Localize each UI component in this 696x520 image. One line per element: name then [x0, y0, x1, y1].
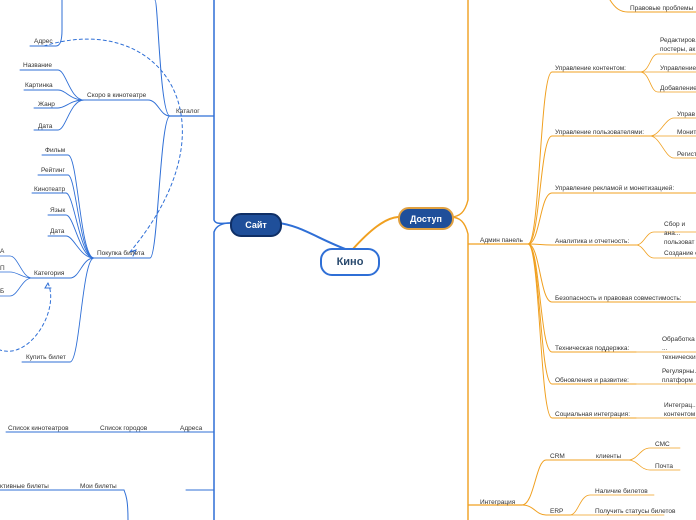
social-node[interactable]: Социальная интеграция: [555, 411, 631, 418]
buy-language-node[interactable]: Язык [50, 207, 66, 214]
addresses-node[interactable]: Адреса [180, 425, 203, 432]
sms-node[interactable]: СМС [655, 441, 670, 448]
relation-arrow-2 [0, 282, 52, 352]
coming-soon-link [83, 99, 171, 117]
access-trunk-up [449, 0, 469, 218]
relation-arrow-1 [43, 38, 183, 253]
analytics-create-node[interactable]: Создание о [664, 250, 696, 257]
coming-soon-node[interactable]: Скоро в кинотеатре [87, 92, 147, 99]
address-top-node[interactable]: Адрес [34, 38, 53, 45]
tickets-avail-node[interactable]: Наличие билетов [595, 488, 648, 495]
buy-button-node[interactable]: Купить билет [26, 354, 66, 361]
support-item-node[interactable]: Обработка ... технически [662, 336, 696, 361]
social-item-node[interactable]: Интеграц... контентом [664, 402, 696, 418]
root-node[interactable]: Кино [320, 248, 380, 276]
buy-date-node[interactable]: Дата [50, 228, 65, 235]
root-to-access-link [351, 216, 399, 251]
user-register-node[interactable]: Регист [677, 151, 696, 158]
cinemas-list-node[interactable]: Список кинотеатров [8, 425, 69, 432]
content-mgmt-node[interactable]: Управление контентом: [555, 65, 626, 72]
address-top-link [29, 0, 63, 47]
updates-item-node[interactable]: Регулярны... платформ [662, 368, 696, 384]
site-trunk-down [213, 222, 231, 520]
catalog-node[interactable]: Каталог [176, 108, 200, 115]
content-add-node[interactable]: Добавление [660, 85, 696, 92]
category-node[interactable]: Категория [34, 270, 65, 277]
admin-panel-node[interactable]: Админ панель [480, 237, 523, 244]
user-manage-node[interactable]: Управ [677, 111, 696, 118]
analytics-collect-node[interactable]: Сбор и ана... пользоват [664, 221, 695, 246]
coming-soon-genre-node[interactable]: Жанр [38, 101, 55, 108]
my-tickets-node[interactable]: Мои билеты [80, 483, 117, 490]
user-mgmt-node[interactable]: Управление пользователями: [555, 129, 645, 136]
buy-rating-node[interactable]: Рейтинг [41, 167, 65, 174]
coming-soon-date-node[interactable]: Дата [38, 123, 53, 130]
category-item-a[interactable]: А [0, 248, 5, 255]
mail-node[interactable]: Почта [655, 463, 674, 470]
site-node[interactable]: Сайт [230, 213, 282, 237]
erp-node[interactable]: ERP [550, 508, 564, 515]
crm-node[interactable]: CRM [550, 453, 565, 460]
buy-button-link [21, 257, 95, 363]
catalog-up-link [154, 0, 171, 117]
category-link [31, 257, 95, 279]
ticket-status-node[interactable]: Получить статусы билетов [595, 508, 676, 515]
ads-node[interactable]: Управление рекламой и монетизацией: [555, 185, 675, 192]
clients-node[interactable]: клиенты [596, 453, 622, 460]
cities-list-node[interactable]: Список городов [100, 425, 148, 432]
legal-problems-node[interactable]: Правовые проблемы [630, 5, 694, 12]
buy-ticket-link [93, 115, 171, 259]
integration-node[interactable]: Интеграция [480, 499, 516, 506]
buy-film-node[interactable]: Фильм [45, 147, 66, 154]
active-tickets-node[interactable]: ктивные билеты [0, 483, 49, 490]
user-monitor-node[interactable]: Монит [677, 129, 696, 136]
coming-soon-image-node[interactable]: Картинка [25, 82, 53, 89]
site-trunk-up [213, 0, 231, 225]
category-item-p[interactable]: П [0, 265, 5, 272]
category-item-b[interactable]: Б [0, 288, 5, 295]
buy-cinema-node[interactable]: Кинотеатр [34, 186, 66, 193]
updates-node[interactable]: Обновления и развитие: [555, 377, 629, 384]
security-node[interactable]: Безопасность и правовая совместимость: [555, 295, 682, 302]
content-manage-node[interactable]: Управление [660, 65, 696, 72]
root-to-site-link [277, 222, 349, 251]
support-node[interactable]: Техническая поддержка: [555, 345, 630, 352]
access-trunk-down [449, 216, 469, 520]
coming-soon-title-node[interactable]: Название [23, 62, 53, 69]
buy-ticket-node[interactable]: Покупка билета [97, 250, 145, 257]
content-edit-node[interactable]: Редактиров... постеры, ак [660, 37, 696, 53]
access-node[interactable]: Доступ [398, 207, 454, 230]
analytics-node[interactable]: Аналитика и отчетность: [555, 238, 630, 245]
